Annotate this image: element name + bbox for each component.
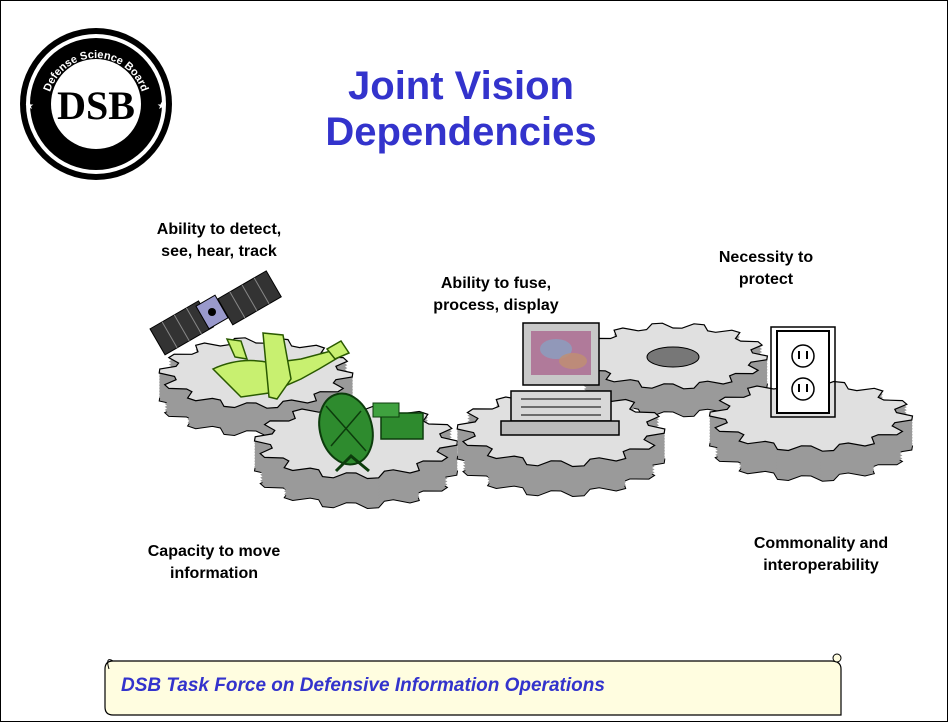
label-fuse: Ability to fuse, process, display bbox=[396, 273, 596, 317]
label-commonality-line-1: Commonality and bbox=[753, 535, 889, 552]
label-detect: Ability to detect, see, hear, track bbox=[119, 219, 319, 263]
label-protect-line-2: protect bbox=[738, 271, 794, 288]
satellite-dish-icon bbox=[318, 392, 424, 473]
seal-star-right: ★ bbox=[157, 101, 166, 112]
power-outlet-icon bbox=[770, 326, 836, 418]
label-move-line-1: Capacity to move bbox=[147, 543, 281, 560]
label-commonality-line-2: interoperability bbox=[763, 557, 879, 574]
seal-monogram: DSB bbox=[57, 83, 135, 128]
gear-hub bbox=[646, 346, 700, 368]
label-move-line-2: information bbox=[170, 565, 258, 582]
computer-workstation-icon bbox=[500, 322, 620, 436]
slide-title: Joint Vision Dependencies bbox=[291, 63, 631, 155]
label-fuse-line-2: process, display bbox=[433, 297, 559, 314]
satellite-icon bbox=[149, 270, 282, 356]
gear-bottom-right bbox=[708, 380, 914, 482]
seal-star-left: ★ bbox=[25, 101, 34, 112]
label-move: Capacity to move information bbox=[109, 541, 319, 585]
label-detect-line-1: Ability to detect, bbox=[156, 221, 282, 238]
label-commonality: Commonality and interoperability bbox=[716, 533, 926, 577]
gear-cluster bbox=[158, 322, 914, 510]
dsb-seal-logo: Defense Science Board Department of Defe… bbox=[20, 28, 172, 180]
label-protect: Necessity to protect bbox=[681, 247, 851, 291]
title-line-2: Dependencies bbox=[325, 110, 597, 154]
banner-text: DSB Task Force on Defensive Information … bbox=[121, 675, 605, 696]
banner-scroll bbox=[104, 653, 842, 716]
aircraft-icon bbox=[211, 332, 351, 400]
label-protect-line-1: Necessity to bbox=[718, 249, 814, 266]
label-fuse-line-1: Ability to fuse, bbox=[440, 275, 552, 292]
gear-top-left bbox=[158, 337, 354, 437]
label-detect-line-2: see, hear, track bbox=[161, 243, 277, 260]
title-line-1: Joint Vision bbox=[348, 64, 574, 108]
